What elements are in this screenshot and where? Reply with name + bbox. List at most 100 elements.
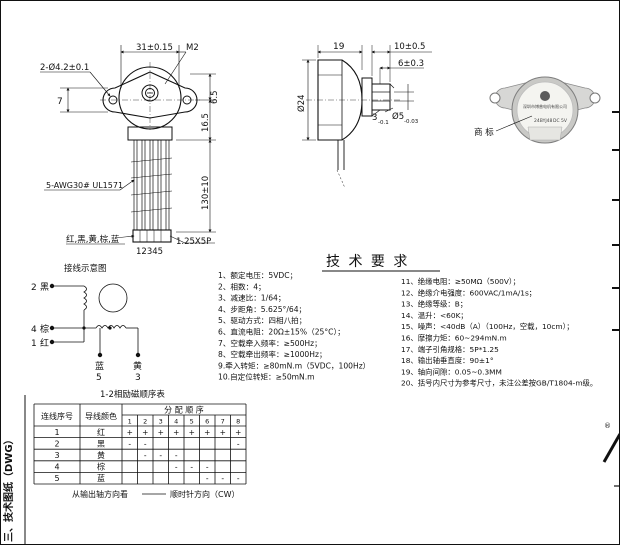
dim-7: 7 xyxy=(57,97,63,107)
dim-thread: M2 xyxy=(186,43,199,53)
spec-item-6: 6、直流电阻：20Ω±15%（25°C）； xyxy=(218,327,345,337)
table-row-color: 黑 xyxy=(97,439,105,448)
wire-5-num: 5 xyxy=(96,373,102,383)
table-cell: - xyxy=(175,463,178,472)
spec-item-1: 1、额定电压：5VDC； xyxy=(218,270,297,280)
photo-tag: DC 5V xyxy=(553,118,568,124)
wire-1-color: 红 xyxy=(40,337,49,349)
table-cell: - xyxy=(237,474,240,483)
spec-item-10: 10.自定位转矩：≥50mN.m xyxy=(218,372,315,382)
right-edge-fragments xyxy=(602,111,620,487)
connector-pins: 12345 xyxy=(136,247,163,257)
wire-5-color: 蓝 xyxy=(95,360,104,372)
table-cell: + xyxy=(158,428,164,437)
spec-item-1: 11、绝缘电阻：≥50MΩ（500V）； xyxy=(401,277,520,286)
spec-item-3: 13、绝缘等级：B； xyxy=(401,300,467,309)
dim-dia5: Ø5 xyxy=(392,111,404,122)
table-cell: - xyxy=(190,463,193,472)
spec-item-6: 16、摩擦力矩：60~294mN.m xyxy=(401,334,507,343)
table-step-header: 1 xyxy=(128,418,132,426)
table-cell: + xyxy=(142,428,148,437)
table-cell: - xyxy=(144,451,147,460)
spec-item-7: 7、空载牵入频率：≥500Hz； xyxy=(218,338,322,348)
wire-1-num: 1 xyxy=(31,339,37,349)
wire-colors: 红,黑,黄,棕,蓝 xyxy=(66,234,120,245)
side-label: 三、技术图纸（DWG） xyxy=(2,434,15,542)
dim-3-tol: -0.1 xyxy=(378,120,389,126)
dim-16-5: 16.5 xyxy=(201,113,211,132)
dim-width: 31±0.15 xyxy=(136,43,173,53)
table-step-header: 4 xyxy=(174,418,178,426)
spec-item-3: 3、减速比：1/64； xyxy=(218,293,285,303)
dim-19: 19 xyxy=(333,42,345,52)
front-view xyxy=(40,45,216,245)
table-step-header: 2 xyxy=(143,418,147,426)
registered-mark: ® xyxy=(604,422,611,430)
wire-2-color: 黑 xyxy=(40,282,49,293)
photo-model: 24BYJ48 xyxy=(534,118,553,124)
table-cell: - xyxy=(175,451,178,460)
specs-left-list: 1、额定电压：5VDC；2、相数：4； 3、减速比：1/64；4、步距角：5.62… xyxy=(218,270,370,382)
table-cell: - xyxy=(128,439,131,448)
table-row-color: 蓝 xyxy=(97,473,105,483)
spec-item-5: 15、噪声：<40dB（A）（100Hz，空载，10cm）； xyxy=(401,322,574,331)
table-cell: - xyxy=(144,439,147,448)
table-header-lead: 连线序号 xyxy=(41,411,73,421)
table-caption: 1-2相励磁顺序表 xyxy=(100,389,165,400)
table-step-header: 3 xyxy=(159,418,163,426)
table-row-no: 3 xyxy=(54,451,59,460)
spec-item-2: 2、相数：4； xyxy=(218,281,266,291)
wire-4-num: 4 xyxy=(31,325,37,335)
table-cell: - xyxy=(237,439,240,448)
dim-dia5-tol: -0.03 xyxy=(404,119,419,125)
spec-item-8: 18、输出轴垂直度：90±1° xyxy=(401,356,494,365)
table-cell: - xyxy=(206,463,209,472)
connector-spec: 1.25X5P xyxy=(176,237,211,247)
table-step-header: 5 xyxy=(190,418,194,426)
table-row-color: 黄 xyxy=(97,450,105,460)
table-footer-right: 顺时针方向（CW） xyxy=(170,489,240,499)
table-cell: - xyxy=(206,474,209,483)
spec-item-10: 20、括号内尺寸为参考尺寸，未注公差按GB/T1804-m级。 xyxy=(401,379,597,388)
table-row-no: 2 xyxy=(54,439,59,448)
table-step-header: 6 xyxy=(205,418,209,426)
table-cell: - xyxy=(159,451,162,460)
wiring-schematic xyxy=(49,283,141,358)
table-row-no: 5 xyxy=(54,474,59,483)
spec-item-9: 9.牵入转矩：≥80mN.m（5VDC，100Hz） xyxy=(218,360,370,370)
table-step-header: 8 xyxy=(236,418,240,426)
table-cell: + xyxy=(235,428,241,437)
table-cell: + xyxy=(220,428,226,437)
cable-spec: 5-AWG30# UL1571 xyxy=(46,181,123,190)
table-row-no: 1 xyxy=(54,428,59,437)
table-row-color: 棕 xyxy=(97,462,105,472)
table-row-no: 4 xyxy=(54,463,59,472)
trademark-label: 商 标 xyxy=(474,127,494,138)
spec-item-4: 4、步距角：5.625°/64； xyxy=(218,304,306,314)
wire-3-color: 黄 xyxy=(133,360,142,372)
spec-item-5: 5、驱动方式：四相八拍； xyxy=(218,315,306,325)
dim-dia24: Ø24 xyxy=(296,94,307,112)
table-cell: + xyxy=(127,428,133,437)
requirements-title: 技 术 要 求 xyxy=(326,254,409,270)
table-cell: + xyxy=(173,428,179,437)
table-row-color: 红 xyxy=(97,427,105,437)
table-cell: + xyxy=(189,428,195,437)
dim-3: 3 xyxy=(372,113,377,123)
wire-3-num: 3 xyxy=(135,373,141,383)
table-step-header: 7 xyxy=(221,418,225,426)
spec-item-8: 8、空载牵出频率：≥1000Hz； xyxy=(218,349,327,359)
table-header-seq: 分 配 顺 序 xyxy=(164,405,204,415)
spec-item-4: 14、温升：<60K； xyxy=(401,311,468,320)
spec-item-9: 19、轴向间隙：0.05~0.3MM xyxy=(401,367,502,376)
wire-2-num: 2 xyxy=(31,283,37,293)
photo-brand: 深圳市博普电机有限公司 xyxy=(523,103,567,109)
wiring-title: 接线示意图 xyxy=(64,263,107,274)
table-footer-left: 从输出轴方向看 xyxy=(72,489,128,499)
dim-6: 6±0.3 xyxy=(398,59,424,69)
wire-4-color: 棕 xyxy=(40,323,49,335)
trademark-leader xyxy=(495,115,533,132)
